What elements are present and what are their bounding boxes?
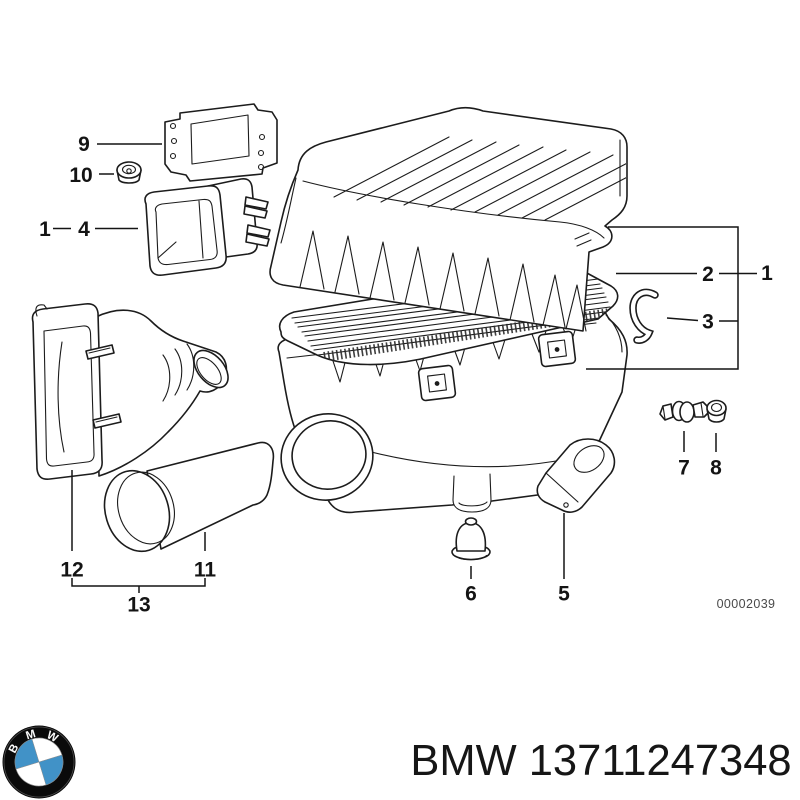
callout-6: 6: [465, 583, 477, 606]
housing-drain-spout: [452, 473, 492, 513]
part-1-upper-cover: [269, 106, 628, 332]
callout-1-right: 1: [761, 262, 773, 285]
part-12-intake-duct: [31, 303, 229, 480]
housing-latch-clip-right: [537, 330, 577, 368]
part-11-intake-tube: [103, 441, 275, 553]
callout-13: 13: [127, 594, 150, 617]
callout-2: 2: [702, 263, 714, 286]
callout-1-left: 1: [39, 218, 51, 241]
logo-letter-w: W: [45, 729, 60, 745]
housing-latch-clip-left: [417, 364, 457, 402]
part-8-nut: [706, 399, 727, 423]
part-6-rubber-buffer: [451, 517, 491, 561]
bmw-roundel-icon: B M W: [2, 725, 76, 799]
sleeve-outline: [536, 438, 616, 513]
drawing-number: 00002039: [717, 597, 776, 611]
part-9-bracket: [164, 103, 278, 182]
callout-3: 3: [702, 311, 714, 334]
roundel-quadrant-blue-lower-right: [38, 754, 64, 786]
part-4-air-duct: [144, 178, 271, 276]
callout-leader-lines: [53, 143, 757, 593]
part-number-title: BMW 13711247348: [410, 737, 791, 785]
duct4-front: [144, 185, 227, 276]
callout-9: 9: [78, 133, 90, 156]
callout-10: 10: [69, 164, 92, 187]
upper-cover-gussets: [299, 230, 587, 332]
part-3-spring-clip: [629, 288, 659, 344]
tube-body: [146, 441, 275, 550]
upper-cover-outline: [269, 106, 628, 332]
part-7-vent-valve: [659, 400, 709, 423]
callout-labels: 9 10 1 4 2 1 3 7 8 6 5 12 11 13: [39, 133, 773, 617]
part-10-nut: [116, 161, 142, 184]
callout-8: 8: [710, 457, 722, 480]
part-5-rubber-sleeve: [536, 438, 616, 513]
callout-5: 5: [558, 583, 570, 606]
callout-7: 7: [678, 457, 690, 480]
duct-bellmouth: [31, 303, 103, 480]
callout-4: 4: [78, 218, 90, 241]
logo-letter-m: M: [24, 728, 37, 742]
duct-body: [95, 309, 228, 477]
callout-12: 12: [60, 559, 83, 582]
roundel-quadrant-blue-upper-left: [14, 738, 40, 770]
upper-cover-ribs: [333, 136, 626, 224]
callout-11: 11: [194, 559, 217, 582]
